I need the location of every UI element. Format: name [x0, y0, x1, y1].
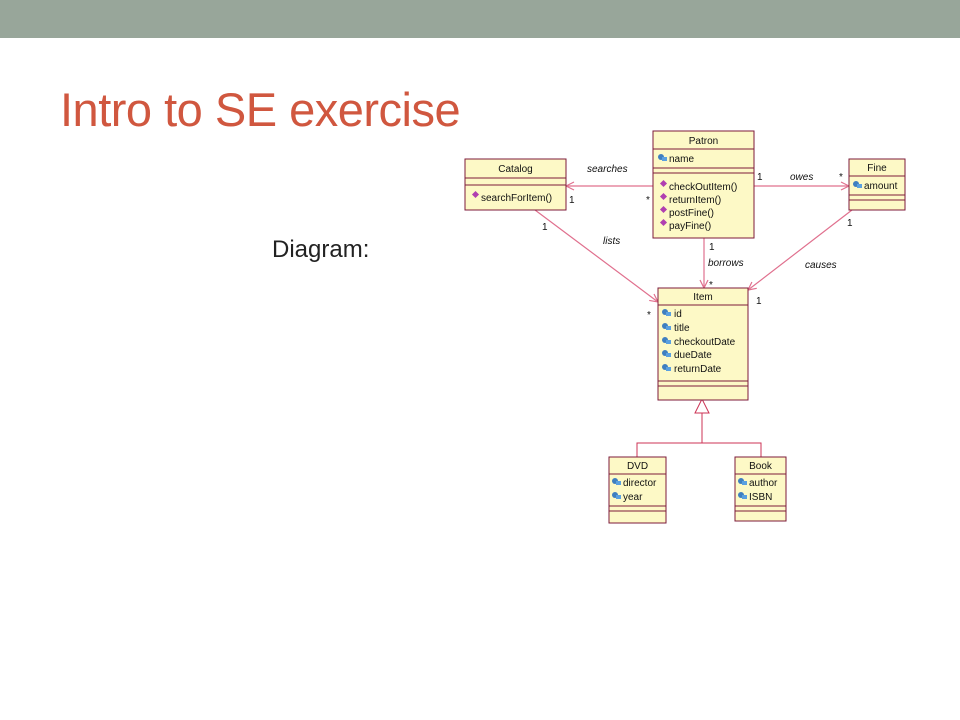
class-dvd: DVD director year	[608, 456, 667, 524]
assoc-borrows-label: borrows	[708, 258, 744, 269]
class-catalog: Catalog searchForItem()	[464, 158, 567, 211]
class-patron-name: Patron	[689, 136, 718, 147]
class-patron-op-1: returnItem()	[669, 195, 721, 206]
generalization-triangle	[694, 397, 710, 414]
class-catalog-op-0: searchForItem()	[481, 193, 552, 204]
class-book-attr-1: ISBN	[749, 492, 772, 503]
class-item-attr-3: dueDate	[674, 350, 712, 361]
class-dvd-attr-1: year	[623, 492, 643, 503]
assoc-lists-line	[534, 209, 658, 302]
attribute-icon	[612, 478, 621, 485]
assoc-causes-line	[748, 209, 853, 290]
attribute-icon	[662, 323, 671, 330]
attribute-icon	[662, 337, 671, 344]
class-book-attr-0: author	[749, 478, 778, 489]
assoc-borrows-target-mult: *	[709, 280, 713, 291]
attribute-icon	[738, 492, 747, 499]
assoc-lists-label: lists	[603, 236, 620, 247]
class-patron: Patron name checkOutItem() returnItem() …	[652, 130, 755, 239]
assoc-searches-target-mult: 1	[569, 195, 575, 206]
operation-icon	[659, 192, 668, 201]
attribute-icon	[738, 478, 747, 485]
class-fine-attr-0: amount	[864, 181, 898, 192]
class-item-attr-0: id	[674, 309, 682, 320]
slide-title: Intro to SE exercise	[60, 83, 461, 136]
assoc-lists-target-mult: *	[647, 310, 651, 321]
top-banner	[0, 0, 960, 38]
assoc-causes-target-mult: 1	[756, 296, 762, 307]
assoc-searches-label: searches	[587, 164, 628, 175]
class-patron-attr-0: name	[669, 154, 694, 165]
class-dvd-attr-0: director	[623, 478, 657, 489]
operation-icon	[471, 190, 480, 199]
class-book: Book author ISBN	[734, 456, 787, 522]
attribute-icon	[853, 181, 862, 188]
assoc-causes-label: causes	[805, 260, 837, 271]
assoc-lists-source-mult: 1	[542, 222, 548, 233]
class-catalog-name: Catalog	[498, 164, 532, 175]
attribute-icon	[658, 154, 667, 161]
assoc-owes-label: owes	[790, 172, 813, 183]
class-item-attr-4: returnDate	[674, 364, 722, 375]
class-patron-op-2: postFine()	[669, 208, 714, 219]
class-fine-name: Fine	[867, 163, 887, 174]
class-book-name: Book	[749, 461, 773, 472]
attribute-icon	[662, 309, 671, 316]
attribute-icon	[662, 364, 671, 371]
class-item-attr-2: checkoutDate	[674, 337, 736, 348]
class-dvd-name: DVD	[627, 461, 648, 472]
attribute-icon	[662, 350, 671, 357]
assoc-owes-target-mult: *	[839, 172, 843, 183]
class-fine: Fine amount	[848, 158, 906, 211]
attribute-icon	[612, 492, 621, 499]
slide-subtitle: Diagram:	[272, 236, 370, 263]
class-item-attr-1: title	[674, 323, 690, 334]
operation-icon	[659, 205, 668, 214]
assoc-borrows-source-mult: 1	[709, 242, 715, 253]
class-patron-op-0: checkOutItem()	[669, 182, 737, 193]
operation-icon	[659, 179, 668, 188]
class-patron-op-3: payFine()	[669, 221, 711, 232]
assoc-searches-source-mult: *	[646, 195, 650, 206]
class-item-name: Item	[693, 292, 712, 303]
assoc-causes-source-mult: 1	[847, 218, 853, 229]
class-item: Item id title checkoutDate dueDate retur…	[657, 287, 749, 401]
generalization-branches	[636, 442, 762, 457]
operation-icon	[659, 218, 668, 227]
assoc-owes-source-mult: 1	[757, 172, 763, 183]
